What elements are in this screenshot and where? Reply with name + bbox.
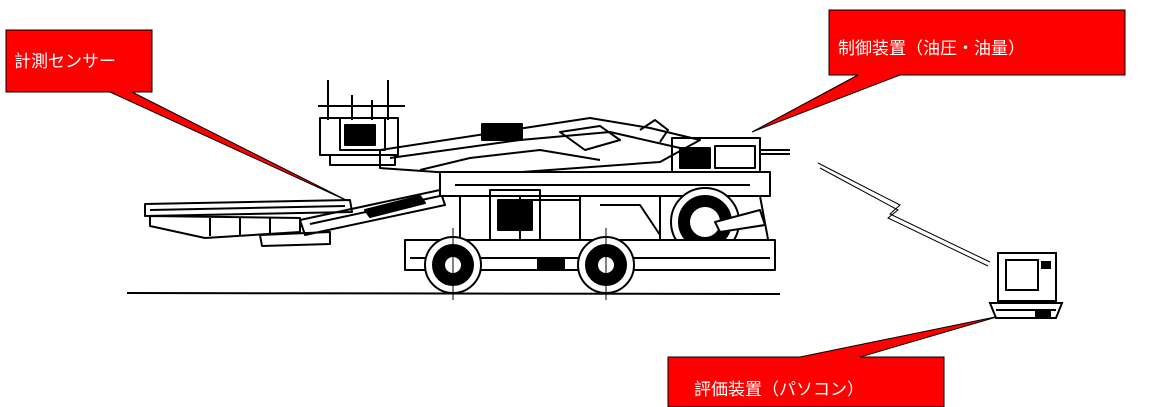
callout-sensor-label: 計測センサー [14, 52, 116, 72]
callout-evaluation-label: 評価装置（パソコン） [694, 380, 864, 400]
callout-control [751, 9, 1126, 133]
drill-jumbo-machine-icon [144, 80, 790, 300]
callout-sensor [5, 29, 351, 203]
laptop-computer-icon [988, 252, 1064, 319]
callout-evaluation [667, 315, 1001, 407]
wireless-link-icon [817, 162, 991, 267]
callout-control-label: 制御装置（油圧・油量） [838, 39, 1025, 59]
